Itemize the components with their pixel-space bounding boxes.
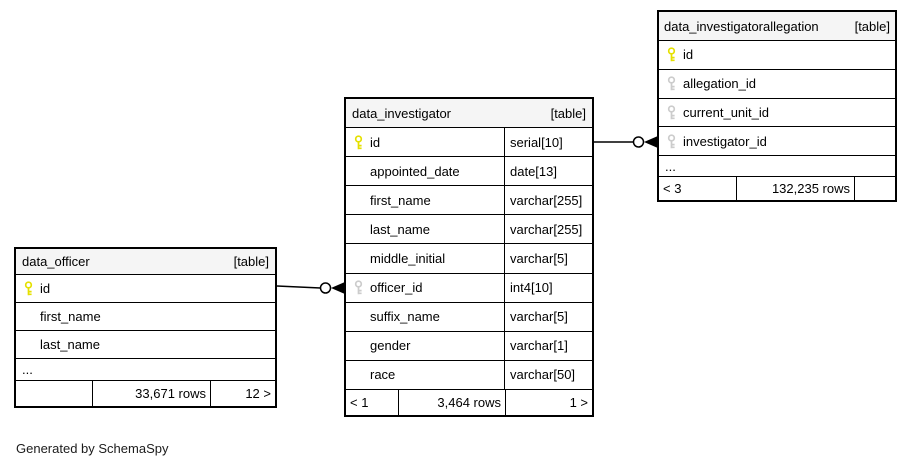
table-footer: < 3 132,235 rows (659, 177, 895, 200)
connector-arrowhead (644, 136, 657, 148)
column-name: last_name (370, 221, 430, 237)
footer-related-left: < 3 (663, 181, 682, 196)
fk-connector-investigator-to-allegation (594, 136, 657, 148)
key-glyph (667, 47, 675, 62)
column-type: varchar[5] (504, 244, 592, 273)
footer-row-count: 33,671 rows (92, 381, 210, 406)
key-glyph (667, 76, 675, 91)
column-row: officer_id int4[10] (346, 273, 592, 303)
column-name: allegation_id (683, 76, 757, 92)
column-row: race varchar[50] (346, 360, 592, 390)
connector-circle (632, 136, 645, 148)
column-row: gender varchar[1] (346, 331, 592, 361)
key-glyph (667, 105, 675, 120)
column-row: last_name varchar[255] (346, 215, 592, 245)
table-node-data_officer[interactable]: data_officer [table] id first_name last_name… (14, 247, 277, 408)
table-name: data_investigatorallegation (664, 18, 819, 34)
column-type: date[13] (504, 157, 592, 186)
column-row: current_unit_id (659, 99, 895, 128)
footer-related-left: < 1 (350, 394, 369, 410)
column-name: gender (370, 338, 411, 354)
footer-related-right: 1 > (505, 389, 592, 415)
key-glyph (354, 280, 362, 295)
column-name: officer_id (370, 280, 423, 296)
table-header[interactable]: data_officer [table] (16, 249, 275, 275)
column-name: appointed_date (370, 163, 460, 179)
column-row: allegation_id (659, 70, 895, 99)
table-type-tag: [table] (854, 18, 890, 34)
column-type: varchar[50] (504, 360, 592, 389)
column-name: suffix_name (370, 309, 440, 325)
column-name: id (40, 281, 51, 296)
table-name: data_investigator (352, 105, 452, 121)
column-name: last_name (40, 337, 100, 352)
footer-row-count: 3,464 rows (398, 389, 505, 415)
footer-related-right (854, 177, 895, 200)
column-type: varchar[5] (504, 302, 592, 331)
column-name: id (370, 134, 381, 150)
column-type: varchar[255] (504, 186, 592, 215)
footer-row-count: 132,235 rows (736, 177, 854, 200)
column-name: current_unit_id (683, 104, 769, 120)
column-type: int4[10] (504, 273, 592, 302)
foreign-key-icon (659, 105, 683, 120)
key-glyph (24, 281, 32, 296)
foreign-key-icon (659, 76, 683, 91)
column-row: first_name (16, 303, 275, 331)
key-glyph (354, 134, 362, 149)
column-name: middle_initial (370, 250, 446, 266)
primary-key-icon (659, 47, 683, 62)
more-columns-ellipsis: ... (16, 359, 275, 381)
column-name: first_name (40, 309, 101, 324)
table-header[interactable]: data_investigatorallegation [table] (659, 12, 895, 41)
table-node-data_investigatorallegation[interactable]: data_investigatorallegation [table] id alle… (657, 10, 897, 202)
column-row: id (659, 41, 895, 70)
column-type: varchar[255] (504, 215, 592, 244)
column-row: last_name (16, 331, 275, 359)
table-type-tag: [table] (233, 254, 269, 269)
column-row: id serial[10] (346, 128, 592, 158)
footer-related-left (16, 381, 92, 406)
column-type: varchar[1] (504, 331, 592, 360)
connector-line (276, 285, 321, 289)
column-name: investigator_id (683, 133, 767, 149)
foreign-key-icon (346, 280, 370, 295)
column-row: first_name varchar[255] (346, 186, 592, 216)
generated-by-note: Generated by SchemaSpy (16, 441, 169, 456)
table-name: data_officer (22, 254, 90, 269)
column-row: id (16, 275, 275, 303)
column-row: investigator_id (659, 127, 895, 156)
more-columns-ellipsis: ... (659, 156, 895, 177)
column-name: first_name (370, 192, 431, 208)
connector-arrowhead (331, 282, 344, 294)
foreign-key-icon (659, 133, 683, 149)
table-type-tag: [table] (550, 105, 586, 121)
column-name: race (370, 367, 396, 383)
primary-key-icon (16, 281, 40, 296)
column-name: id (683, 47, 694, 63)
key-glyph (667, 133, 675, 148)
column-row: suffix_name varchar[5] (346, 302, 592, 332)
connector-circle (319, 282, 332, 294)
column-row: middle_initial varchar[5] (346, 244, 592, 274)
fk-connector-officer-to-investigator (276, 282, 344, 294)
table-header[interactable]: data_investigator [table] (346, 99, 592, 128)
primary-key-icon (346, 134, 370, 150)
column-row: appointed_date date[13] (346, 157, 592, 187)
column-type: serial[10] (504, 128, 592, 157)
footer-related-right: 12 > (210, 381, 275, 406)
